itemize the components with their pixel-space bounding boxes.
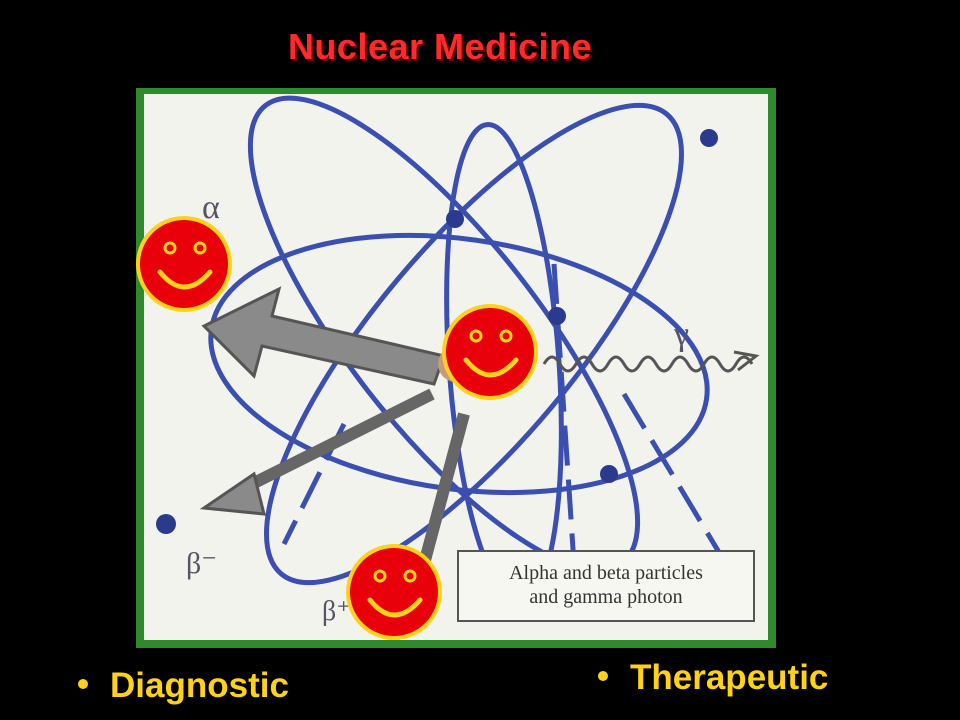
smiley-face-icon (442, 304, 538, 400)
bullet-therapeutic-text: Therapeutic (630, 658, 829, 697)
bullet-dot-icon (598, 670, 608, 681)
bullet-dot-icon (78, 678, 88, 689)
orbit-dashed-1 (551, 263, 577, 565)
beta-plus-label: β⁺ (322, 596, 352, 627)
electron-2 (700, 129, 718, 147)
slide-title: Nuclear Medicine (287, 26, 593, 67)
bullet-therapeutic: Therapeutic (598, 658, 828, 698)
beta-minus-arrow (233, 388, 435, 498)
electron-3 (548, 307, 566, 325)
gamma-arrowhead (733, 350, 760, 372)
caption-line-2: and gamma photon (529, 586, 683, 608)
electron-4 (600, 465, 618, 483)
electron-1 (446, 210, 464, 228)
beta-minus-arrowhead (199, 471, 266, 516)
beta-minus-label: β⁻ (186, 547, 218, 580)
gamma-label: γ (674, 316, 690, 353)
bullet-diagnostic: Diagnostic (78, 666, 289, 706)
alpha-arrow (201, 286, 446, 386)
beta-plus-arrow (418, 412, 470, 566)
bullet-diagnostic-text: Diagnostic (110, 666, 289, 705)
figure-caption: Alpha and beta particles and gamma photo… (457, 550, 755, 622)
smiley-face-icon (346, 544, 442, 640)
electron-5 (156, 514, 176, 534)
caption-line-1: Alpha and beta particles (509, 562, 703, 584)
smiley-face-icon (136, 216, 232, 312)
alpha-label: α (202, 189, 220, 226)
orbit-diagonal-right (264, 102, 684, 586)
gamma-wave (542, 355, 754, 373)
